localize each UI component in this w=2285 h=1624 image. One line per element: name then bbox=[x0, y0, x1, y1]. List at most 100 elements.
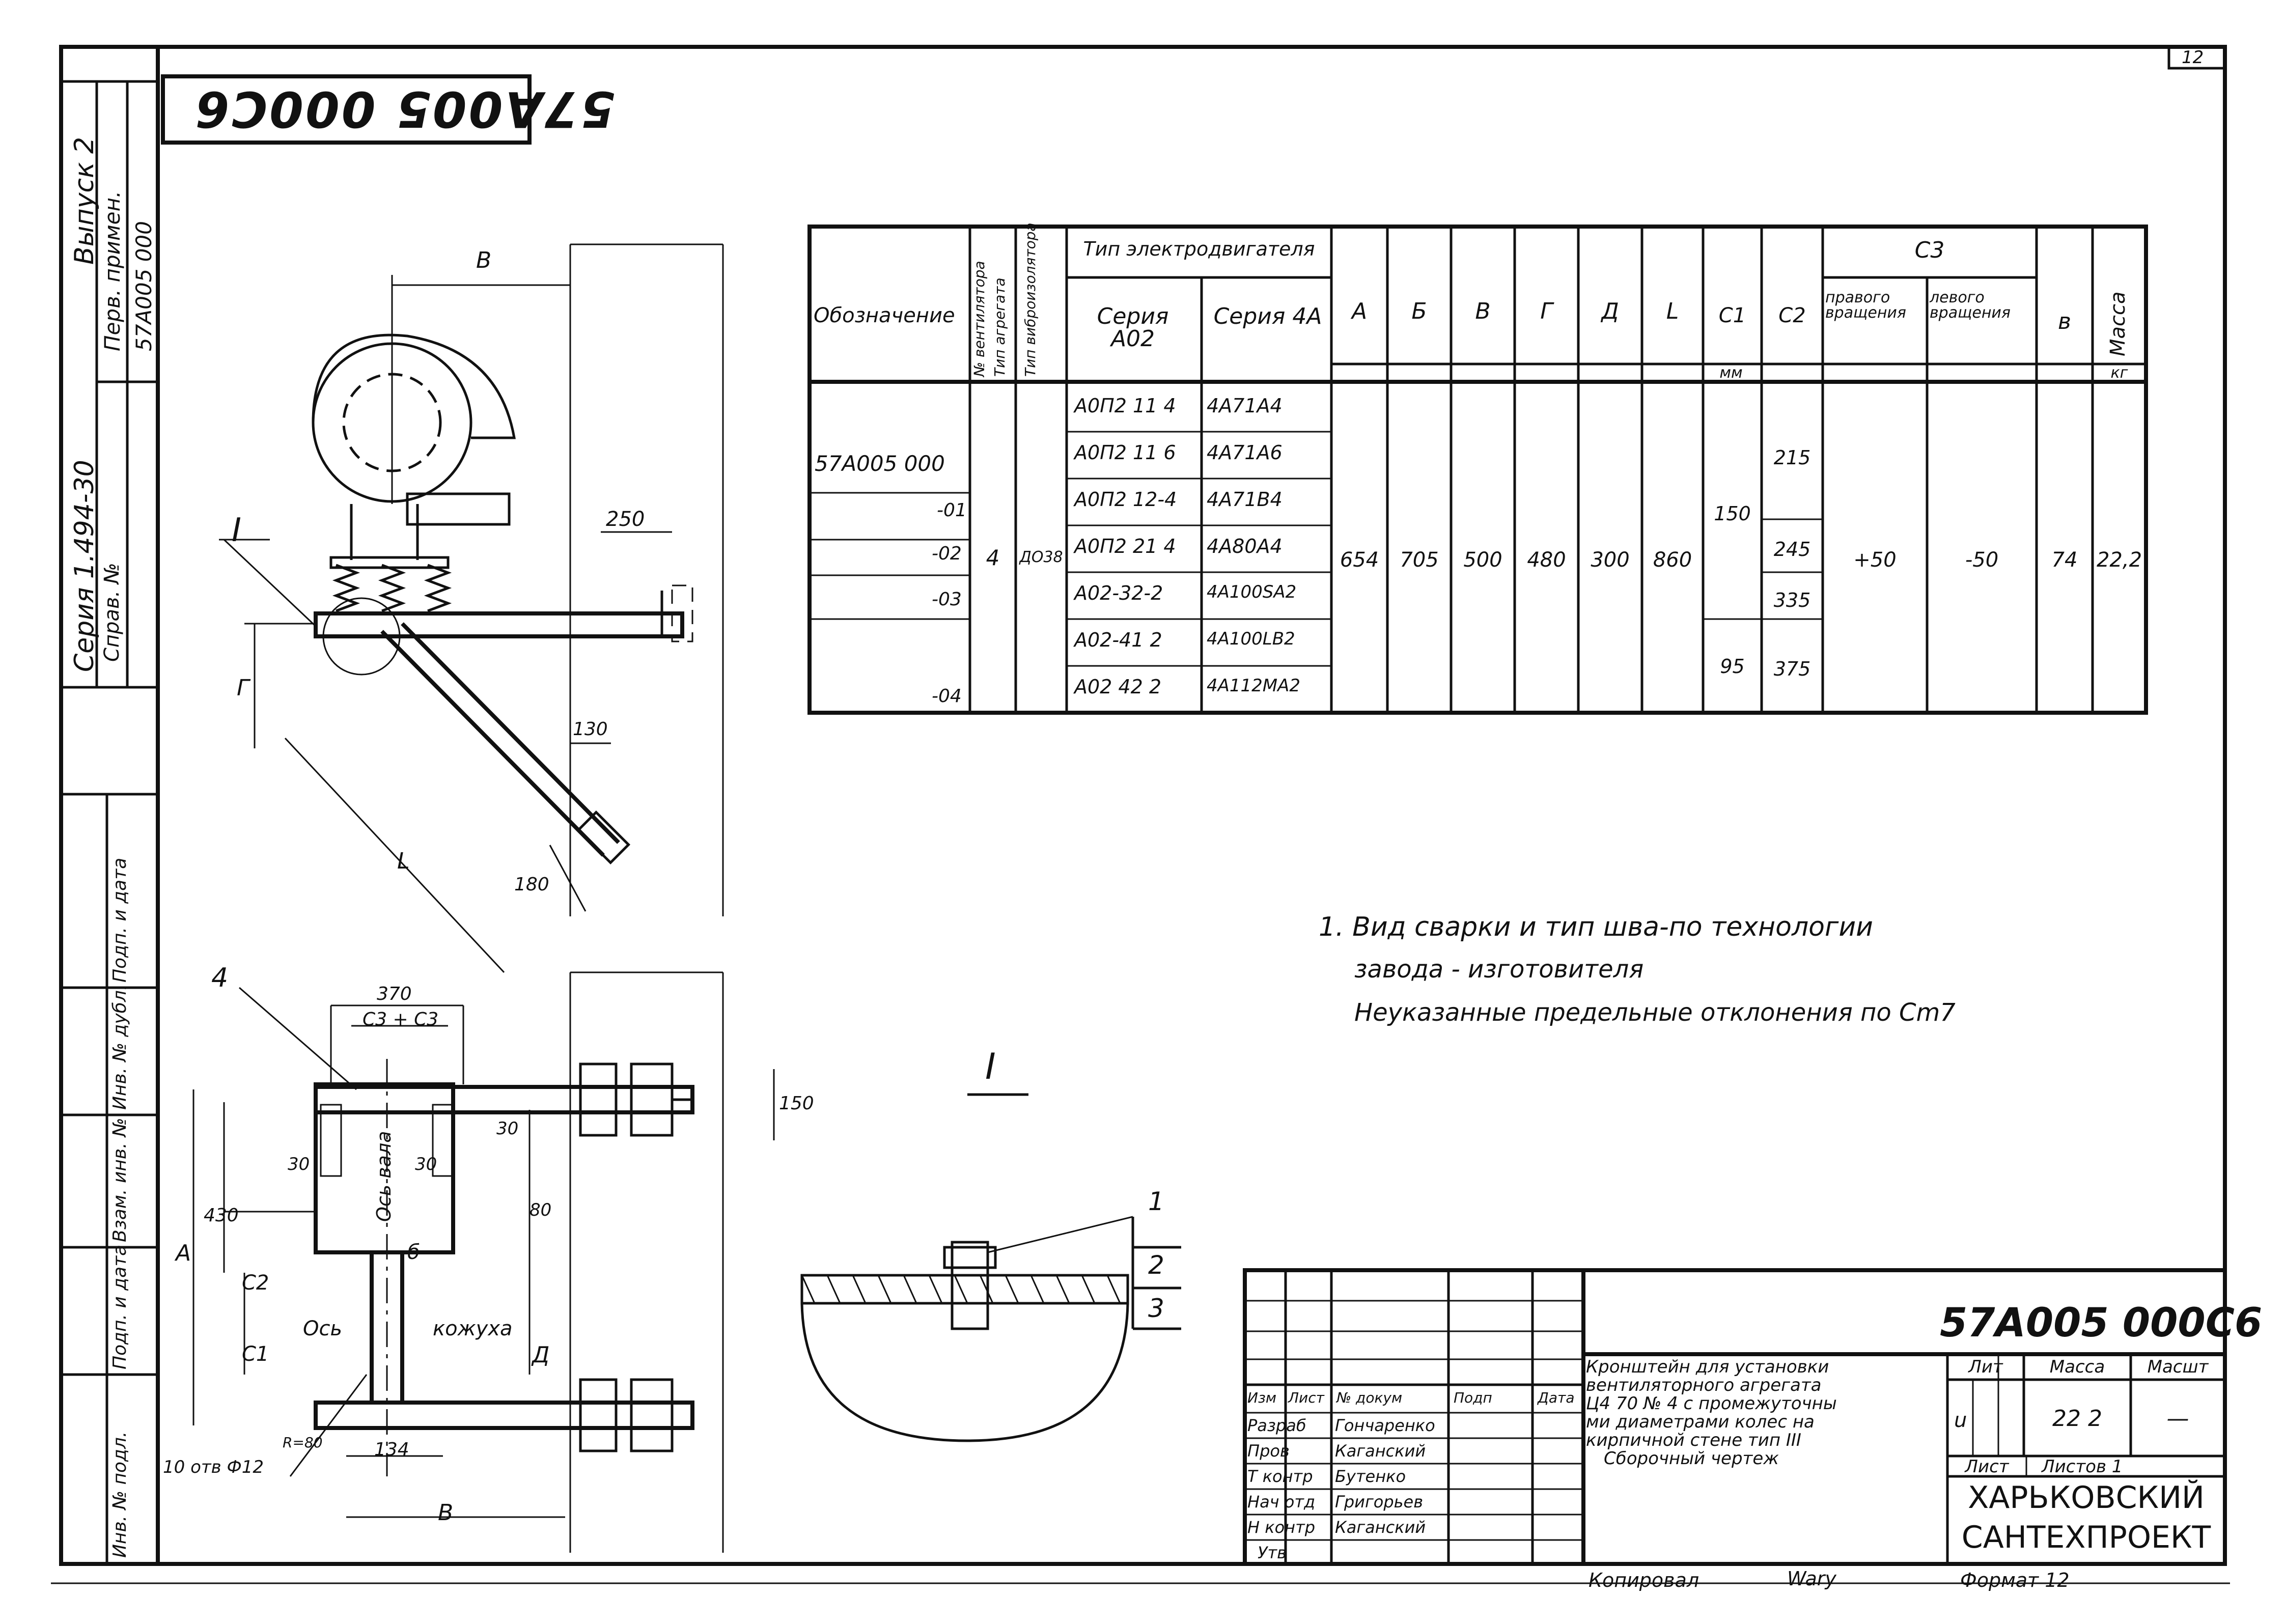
tb-name-0: Гончаренко bbox=[1335, 1416, 1435, 1435]
td-motor-a02-4: А02-32-2 bbox=[1074, 582, 1163, 604]
elev-dim-130: 130 bbox=[573, 719, 608, 740]
tb-lit-value: u bbox=[1954, 1409, 1967, 1432]
th-G: Г bbox=[1540, 298, 1553, 324]
th-vib-type: Тип виброизолятора bbox=[1022, 222, 1039, 377]
td-V: 500 bbox=[1463, 548, 1502, 572]
tb-name-1: Каганский bbox=[1335, 1441, 1426, 1461]
td-B6: 705 bbox=[1400, 548, 1439, 572]
side-inv-3: Взам. инв. № bbox=[109, 1117, 130, 1242]
detail-pos-3: 3 bbox=[1148, 1294, 1164, 1323]
td-G: 480 bbox=[1527, 548, 1566, 572]
tb-desc-0: Кронштейн для установки bbox=[1586, 1357, 1829, 1377]
tb-name-2: Бутенко bbox=[1335, 1467, 1406, 1486]
stamp-code-text: 57А005 000С6 bbox=[193, 80, 615, 137]
th-V: В bbox=[1475, 298, 1491, 324]
tb-col-date: Дата bbox=[1538, 1389, 1575, 1406]
tb-role-4: Н контр bbox=[1247, 1518, 1316, 1537]
tb-desc-3: ми диаметрами колес на bbox=[1586, 1412, 1815, 1432]
th-fan-no: № вентилятора bbox=[971, 261, 988, 377]
tb-desc-4: кирпичной стене тип III bbox=[1586, 1430, 1801, 1450]
th-unit-kg: кг bbox=[2110, 364, 2128, 382]
side-elevation-view bbox=[219, 243, 724, 973]
side-issue-label: Выпуск 2 bbox=[69, 136, 100, 265]
th-series-a02: Серия А02 bbox=[1097, 303, 1169, 352]
td-motor-a02-2: А0П2 12-4 bbox=[1074, 488, 1177, 511]
th-D: Д bbox=[1601, 298, 1619, 324]
tb-code: 57А005 000С6 bbox=[1940, 1300, 2263, 1346]
tb-col-izm: Изм bbox=[1247, 1389, 1276, 1406]
tb-scale-value: — bbox=[2166, 1406, 2189, 1432]
td-mass: 22,2 bbox=[2096, 548, 2142, 572]
tb-role-5: Утв bbox=[1258, 1543, 1287, 1562]
tb-desc-1: вентиляторного агрегата bbox=[1586, 1375, 1822, 1395]
plan-dim-C2: С2 bbox=[242, 1271, 269, 1295]
td-designation-0: 57А005 000 bbox=[815, 451, 945, 476]
plan-dim-30a: 30 bbox=[288, 1154, 310, 1174]
side-inv-5: Подп. и дата bbox=[109, 857, 130, 983]
td-motor-a02-6: А02 42 2 bbox=[1074, 676, 1162, 698]
tb-lit-label: Лит bbox=[1968, 1357, 2003, 1377]
plan-casing-label: кожуха bbox=[433, 1317, 513, 1340]
td-motor-4a-0: 4А71А4 bbox=[1207, 395, 1283, 417]
th-c3-left: левого вращения bbox=[1930, 289, 2011, 322]
plan-axis-shaft: Ось вала bbox=[373, 1131, 395, 1222]
th-designation: Обозначение bbox=[814, 304, 955, 327]
detail-title: I bbox=[985, 1046, 996, 1087]
th-L: L bbox=[1666, 298, 1679, 324]
copied-sign: Wary bbox=[1787, 1567, 1836, 1590]
tb-col-sign: Подп bbox=[1454, 1389, 1492, 1406]
tb-col-list: Лист bbox=[1288, 1389, 1324, 1406]
spec-table-grid bbox=[807, 225, 2148, 715]
th-series-4a: Серия 4А bbox=[1213, 303, 1322, 329]
td-designation-2: -02 bbox=[932, 543, 962, 564]
plan-callout-4: 4 bbox=[211, 963, 229, 993]
plan-dim-r: R=80 bbox=[283, 1434, 323, 1451]
sheet-number-corner: 12 bbox=[2182, 47, 2204, 68]
plan-dim-A: А bbox=[176, 1240, 191, 1266]
td-motor-4a-6: 4А112МА2 bbox=[1207, 676, 1301, 696]
tb-role-0: Разраб bbox=[1247, 1416, 1306, 1435]
th-unit-mm: мм bbox=[1719, 364, 1743, 382]
th-C2: C2 bbox=[1778, 304, 1806, 327]
plan-dim-30b: 30 bbox=[415, 1154, 437, 1174]
side-first-use-label: Перв. примен. bbox=[100, 190, 125, 351]
td-c3-left: -50 bbox=[1965, 548, 1999, 572]
tb-org-2: САНТЕХПРОЕКТ bbox=[1961, 1520, 2211, 1555]
note-line-2: завода - изготовителя bbox=[1354, 955, 1644, 984]
plan-dim-30c: 30 bbox=[496, 1118, 519, 1139]
note-line-3: Неуказанные предельные отклонения по Cm7 bbox=[1354, 998, 1956, 1027]
plan-dim-430: 430 bbox=[204, 1205, 239, 1226]
side-inv-1: Инв. № подл. bbox=[109, 1431, 130, 1558]
td-motor-4a-5: 4А100LВ2 bbox=[1207, 629, 1295, 649]
elev-dim-G: Г bbox=[237, 675, 249, 701]
elev-detail-mark: I bbox=[232, 512, 241, 549]
td-motor-4a-2: 4А71В4 bbox=[1207, 488, 1283, 511]
td-c3-right: +50 bbox=[1853, 548, 1897, 572]
th-A: А bbox=[1351, 298, 1368, 324]
plan-dim-150: 150 bbox=[779, 1093, 814, 1114]
plan-dim-134: 134 bbox=[374, 1439, 409, 1460]
td-fan-no: 4 bbox=[986, 545, 1000, 570]
side-series-label: Серия 1.494-30 bbox=[69, 460, 100, 672]
plan-dim-D: Д bbox=[532, 1342, 550, 1368]
side-first-use-value: 57А005 000 bbox=[131, 221, 156, 351]
plan-holes: 10 отв Ф12 bbox=[163, 1457, 264, 1477]
side-inv-2: Подп. и дата bbox=[109, 1244, 130, 1369]
plan-dim-80: 80 bbox=[530, 1200, 552, 1220]
copied-label: Копировал bbox=[1589, 1569, 1699, 1591]
td-designation-4: -04 bbox=[932, 686, 962, 707]
title-block-grid bbox=[1243, 1268, 2227, 1566]
tb-sheets-label: Листов 1 bbox=[2042, 1457, 2123, 1477]
td-D: 300 bbox=[1591, 548, 1630, 572]
td-C2-3: 375 bbox=[1773, 658, 1811, 680]
detail-I bbox=[800, 1093, 1181, 1442]
tb-mass-label: Масса bbox=[2049, 1357, 2105, 1377]
td-motor-a02-5: А02-41 2 bbox=[1074, 629, 1162, 651]
th-unit-type: Тип агрегата bbox=[991, 277, 1008, 377]
th-b: в bbox=[2058, 309, 2071, 334]
elev-dim-180: 180 bbox=[514, 874, 549, 895]
td-C1-1: 95 bbox=[1720, 655, 1745, 678]
th-C3: C3 bbox=[1914, 237, 1945, 263]
td-A: 654 bbox=[1340, 548, 1379, 572]
side-inv-4: Инв. № дубл. bbox=[109, 984, 130, 1110]
